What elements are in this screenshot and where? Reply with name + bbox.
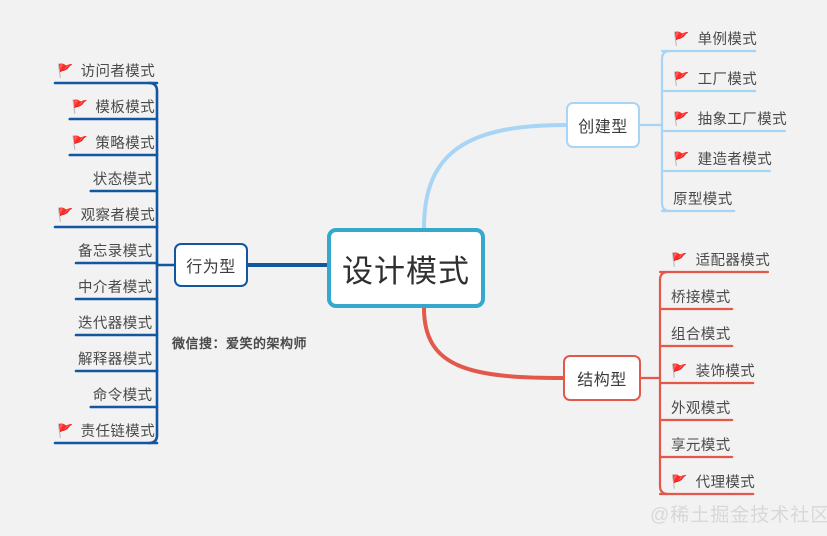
leaf-creational-4[interactable]: 原型模式 <box>673 188 733 208</box>
watermark-wechat: 微信搜：爱笑的架构师 <box>172 336 308 351</box>
leaf-creational-3[interactable]: 🚩 建造者模式 <box>673 148 772 168</box>
leaf-label: 适配器模式 <box>695 252 771 269</box>
leaf-creational-2[interactable]: 🚩 抽象工厂模式 <box>673 108 787 128</box>
leaf-structural-4[interactable]: 外观模式 <box>671 397 731 417</box>
leaf-label: 装饰模式 <box>695 363 756 380</box>
branch-label-creational: 创建型 <box>578 119 628 136</box>
leaf-label: 观察者模式 <box>80 207 156 224</box>
branch-node-behavioral[interactable]: 行为型 <box>174 243 248 287</box>
leaf-label: 享元模式 <box>671 437 731 454</box>
leaf-structural-0[interactable]: 🚩 适配器模式 <box>671 249 770 269</box>
leaf-label: 访问者模式 <box>80 63 156 80</box>
leaf-label: 工厂模式 <box>697 71 758 88</box>
leaf-structural-5[interactable]: 享元模式 <box>671 434 731 454</box>
leaf-behavioral-1[interactable]: 🚩 模板模式 <box>72 96 155 116</box>
leaf-label: 解释器模式 <box>78 351 153 368</box>
branch-node-structural[interactable]: 结构型 <box>563 355 641 401</box>
leaf-behavioral-9[interactable]: 命令模式 <box>93 384 153 404</box>
leaf-behavioral-7[interactable]: 迭代器模式 <box>78 312 153 332</box>
red-flag-icon: 🚩 <box>671 362 688 378</box>
leaf-label: 模板模式 <box>95 99 155 116</box>
root-node[interactable]: 设计模式 <box>327 228 485 308</box>
leaf-behavioral-0[interactable]: 🚩 访问者模式 <box>57 60 155 80</box>
leaf-label: 抽象工厂模式 <box>697 111 787 128</box>
branch-label-structural: 结构型 <box>577 372 627 389</box>
red-flag-icon: 🚩 <box>57 62 74 78</box>
leaf-structural-2[interactable]: 组合模式 <box>671 323 731 343</box>
leaf-label: 策略模式 <box>95 135 155 152</box>
leaf-creational-0[interactable]: 🚩 单例模式 <box>673 28 757 48</box>
root-label: 设计模式 <box>342 253 470 289</box>
watermark-juejin: @稀土掘金技术社区 <box>650 505 827 526</box>
leaf-behavioral-6[interactable]: 中介者模式 <box>78 276 153 296</box>
red-flag-icon: 🚩 <box>57 422 74 438</box>
red-flag-icon: 🚩 <box>71 134 89 150</box>
leaf-label: 中介者模式 <box>78 279 153 296</box>
red-flag-icon: 🚩 <box>673 30 690 46</box>
leaf-behavioral-2[interactable]: 🚩 策略模式 <box>72 132 155 152</box>
red-flag-icon: 🚩 <box>673 150 690 166</box>
leaf-behavioral-3[interactable]: 状态模式 <box>93 168 153 188</box>
leaf-creational-1[interactable]: 🚩 工厂模式 <box>673 68 757 88</box>
branch-node-creational[interactable]: 创建型 <box>566 102 640 148</box>
red-flag-icon: 🚩 <box>57 206 74 222</box>
red-flag-icon: 🚩 <box>671 251 688 267</box>
leaf-label: 原型模式 <box>673 191 733 208</box>
leaf-behavioral-5[interactable]: 备忘录模式 <box>78 240 153 260</box>
branch-label-behavioral: 行为型 <box>186 259 236 276</box>
red-flag-icon: 🚩 <box>673 70 690 86</box>
red-flag-icon: 🚩 <box>671 473 688 489</box>
leaf-label: 建造者模式 <box>697 151 773 168</box>
leaf-behavioral-10[interactable]: 🚩 责任链模式 <box>57 420 155 440</box>
leaf-label: 外观模式 <box>671 400 731 417</box>
red-flag-icon: 🚩 <box>71 98 89 114</box>
red-flag-icon: 🚩 <box>673 110 690 126</box>
leaf-label: 迭代器模式 <box>78 315 153 332</box>
leaf-label: 命令模式 <box>92 387 153 404</box>
leaf-label: 备忘录模式 <box>78 243 153 260</box>
leaf-structural-6[interactable]: 🚩 代理模式 <box>671 471 755 491</box>
leaf-label: 责任链模式 <box>80 423 156 440</box>
leaf-label: 代理模式 <box>695 474 756 491</box>
leaf-behavioral-8[interactable]: 解释器模式 <box>78 348 153 368</box>
leaf-label: 状态模式 <box>92 171 153 188</box>
leaf-structural-1[interactable]: 桥接模式 <box>671 286 731 306</box>
leaf-label: 组合模式 <box>671 326 731 343</box>
leaf-structural-3[interactable]: 🚩 装饰模式 <box>671 360 755 380</box>
leaf-label: 单例模式 <box>697 31 758 48</box>
leaf-behavioral-4[interactable]: 🚩 观察者模式 <box>57 204 155 224</box>
leaf-label: 桥接模式 <box>671 289 731 306</box>
